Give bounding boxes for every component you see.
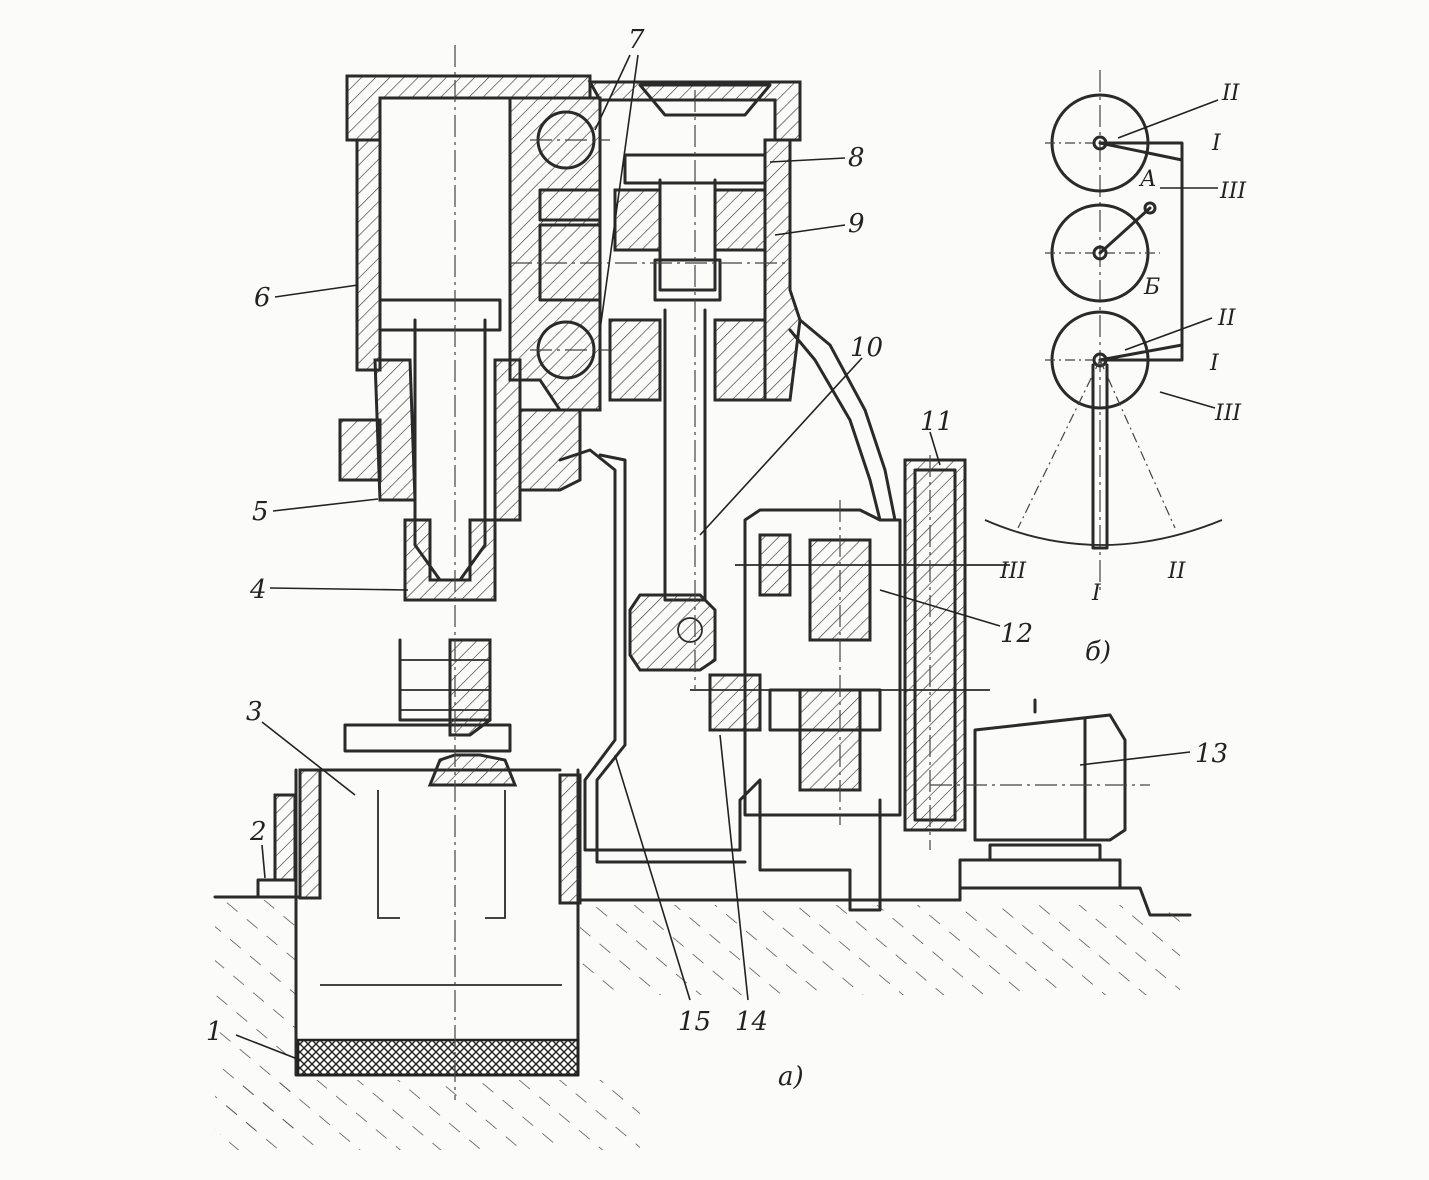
callout-2: 2 <box>249 817 267 847</box>
center-lines <box>454 45 1150 1100</box>
callout-6: 6 <box>254 283 271 313</box>
pos-III-top: III <box>1219 179 1247 204</box>
pos-I-mid: I <box>1209 351 1220 376</box>
callout-1: 1 <box>206 1017 223 1047</box>
callout-12: 12 <box>1000 619 1033 649</box>
callout-5: 5 <box>252 497 269 527</box>
callout-9: 9 <box>848 209 865 239</box>
callout-11: 11 <box>920 407 953 437</box>
compressor-cylinder <box>587 80 802 602</box>
working-cylinder-frame <box>338 74 602 522</box>
arc-III: III <box>999 559 1027 584</box>
leader-lines <box>235 54 1191 1061</box>
pos-I-top: I <box>1211 131 1222 156</box>
pos-II-mid: II <box>1217 306 1237 331</box>
gearbox <box>690 458 1010 832</box>
callout-14: 14 <box>735 1007 768 1037</box>
point-B: Б <box>1143 275 1160 300</box>
point-A: А <box>1138 167 1157 192</box>
anvil-foundation <box>256 753 582 1077</box>
arc-I: I <box>1091 581 1102 606</box>
electric-motor <box>958 698 1127 890</box>
callout-3: 3 <box>246 697 263 727</box>
subfigure-a-label: а) <box>778 1062 804 1092</box>
callout-8: 8 <box>848 143 865 173</box>
callout-10: 10 <box>850 333 883 363</box>
ground <box>213 886 1192 1150</box>
pos-II-top: II <box>1221 81 1241 106</box>
arc-II: II <box>1167 559 1187 584</box>
crank-drive <box>628 593 762 732</box>
frame-body <box>558 318 897 912</box>
callout-15: 15 <box>678 1007 711 1037</box>
callout-7: 7 <box>628 25 645 55</box>
pos-III-mid: III <box>1214 401 1242 426</box>
schematic-labels: II I III А Б II I III III I II <box>999 81 1247 606</box>
callout-4: 4 <box>249 575 267 605</box>
subfigure-b-label: б) <box>1085 637 1111 667</box>
callout-labels: 1 2 3 4 5 6 7 8 9 10 11 12 13 14 15 а) б… <box>206 25 1228 1092</box>
valve-schematic <box>984 70 1223 590</box>
callout-13: 13 <box>1195 739 1228 769</box>
